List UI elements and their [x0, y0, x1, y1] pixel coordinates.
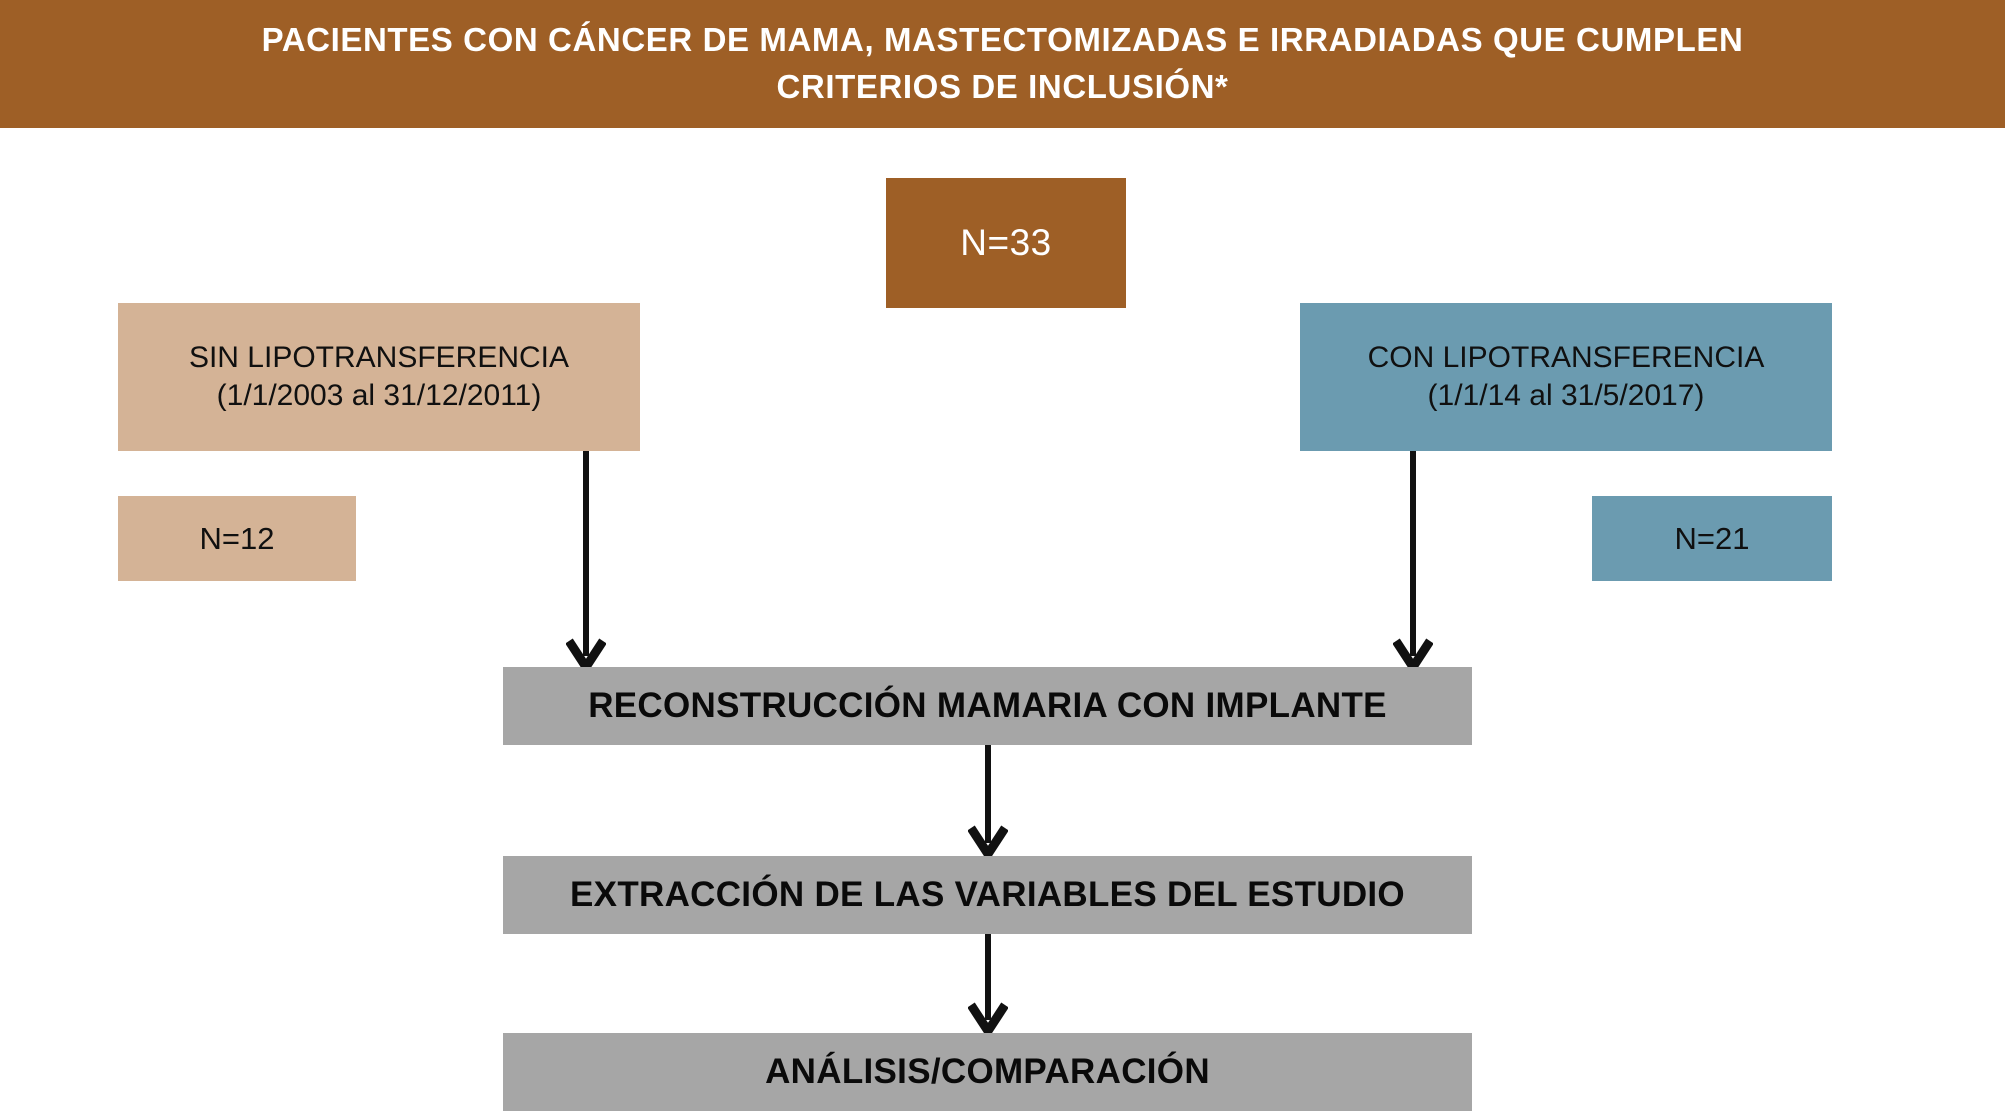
node-extraccion-variables-label: EXTRACCIÓN DE LAS VARIABLES DEL ESTUDIO [570, 874, 1405, 914]
arrow-sin-lipo-to-reconstruccion [566, 451, 606, 673]
node-sin-lipotransferencia-count: N=12 [118, 496, 356, 581]
node-con-lipotransferencia-label: CON LIPOTRANSFERENCIA (1/1/14 al 31/5/20… [1367, 340, 1765, 412]
arrow-shaft [1410, 451, 1416, 656]
node-reconstruccion-mamaria-label: RECONSTRUCCIÓN MAMARIA CON IMPLANTE [588, 685, 1387, 725]
page-title: PACIENTES CON CÁNCER DE MAMA, MASTECTOMI… [261, 21, 1744, 105]
node-extraccion-variables: EXTRACCIÓN DE LAS VARIABLES DEL ESTUDIO [503, 856, 1472, 934]
node-con-lipotransferencia-count-label: N=21 [1674, 520, 1750, 556]
arrow-shaft [985, 934, 991, 1020]
arrow-reconstruccion-to-extraccion [968, 745, 1008, 860]
node-analisis-comparacion-label: ANÁLISIS/COMPARACIÓN [765, 1051, 1210, 1091]
node-sin-lipotransferencia-count-label: N=12 [199, 520, 275, 556]
node-analisis-comparacion: ANÁLISIS/COMPARACIÓN [503, 1033, 1472, 1111]
node-reconstruccion-mamaria: RECONSTRUCCIÓN MAMARIA CON IMPLANTE [503, 667, 1472, 745]
arrow-extraccion-to-analisis [968, 934, 1008, 1037]
node-sin-lipotransferencia-label: SIN LIPOTRANSFERENCIA (1/1/2003 al 31/12… [188, 340, 570, 412]
node-con-lipotransferencia: CON LIPOTRANSFERENCIA (1/1/14 al 31/5/20… [1300, 303, 1832, 451]
arrow-shaft [985, 745, 991, 843]
node-total-cohort: N=33 [886, 178, 1126, 308]
header-banner: PACIENTES CON CÁNCER DE MAMA, MASTECTOMI… [0, 0, 2005, 128]
node-total-cohort-label: N=33 [960, 222, 1052, 264]
arrow-shaft [583, 451, 589, 656]
arrow-con-lipo-to-reconstruccion [1393, 451, 1433, 673]
node-sin-lipotransferencia: SIN LIPOTRANSFERENCIA (1/1/2003 al 31/12… [118, 303, 640, 451]
arrow-head-icon [968, 1002, 1008, 1037]
arrow-head-icon [968, 825, 1008, 860]
node-con-lipotransferencia-count: N=21 [1592, 496, 1832, 581]
